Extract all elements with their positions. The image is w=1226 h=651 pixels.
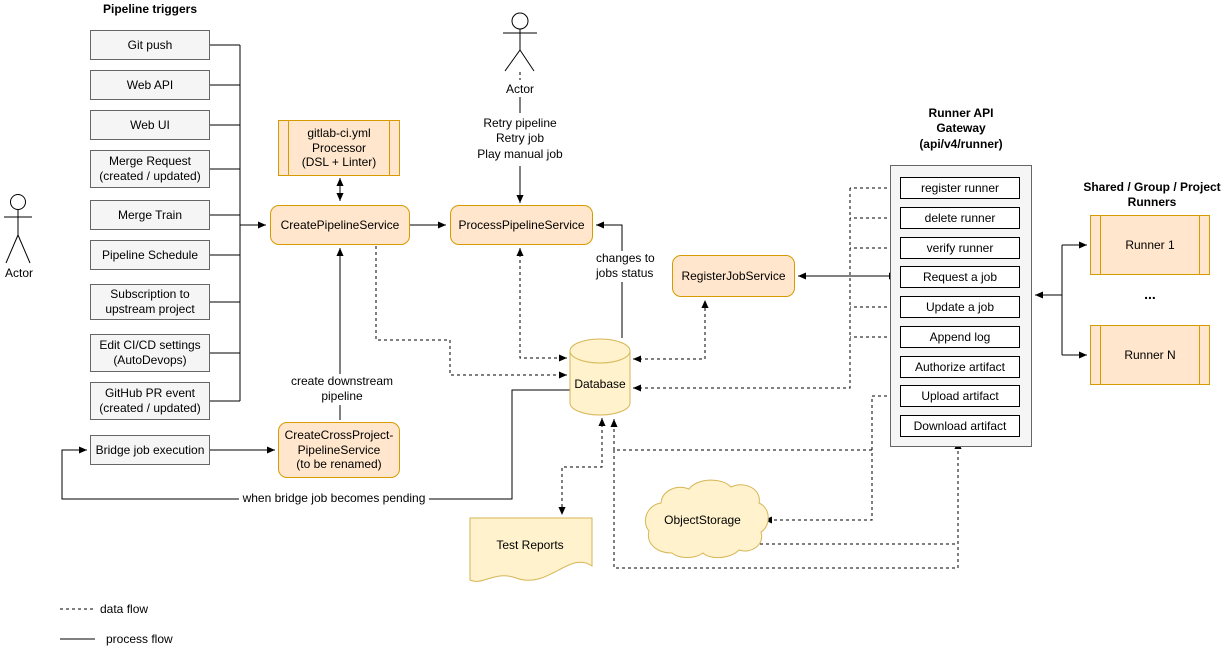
runner-1: Runner 1 <box>1090 215 1210 275</box>
trigger-edit-cicd: Edit CI/CD settings (AutoDevops) <box>90 334 210 372</box>
endpoint-download-artifact: Download artifact <box>900 415 1020 437</box>
edge-db-to-processpipeline <box>596 221 623 338</box>
edge-trigger-stubs <box>210 44 240 402</box>
endpoint-upload-artifact: Upload artifact <box>900 385 1020 407</box>
trigger-merge-request: Merge Request (created / updated) <box>90 150 210 188</box>
database-label: Database <box>574 377 626 391</box>
create-cross-project-pipeline-service: CreateCrossProject- PipelineService (to … <box>278 422 400 478</box>
trigger-github-pr: GitHub PR event (created / updated) <box>90 382 210 420</box>
storage-shapes <box>469 338 769 582</box>
endpoint-verify-runner: verify runner <box>900 237 1020 259</box>
database-cylinder-rim <box>569 350 631 364</box>
register-job-service: RegisterJobService <box>672 255 795 297</box>
retry-actions-label: Retry pipeline Retry job Play manual job <box>455 116 585 163</box>
object-storage-label: ObjectStorage <box>664 513 741 527</box>
trigger-git-push: Git push <box>90 30 210 60</box>
trigger-bridge-job: Bridge job execution <box>90 435 210 465</box>
create-downstream-label: create downstream pipeline <box>283 374 401 405</box>
top-actor-label: Actor <box>498 82 542 98</box>
edge-createpipeline-db <box>375 246 567 379</box>
test-reports-label: Test Reports <box>496 538 564 552</box>
edge-endpoint-stubs <box>850 187 899 338</box>
left-actor-head <box>10 194 26 210</box>
trigger-web-api: Web API <box>90 70 210 100</box>
top-actor-head <box>511 12 529 30</box>
runners-title: Shared / Group / Project Runners <box>1083 180 1221 210</box>
endpoint-authorize-artifact: Authorize artifact <box>900 356 1020 378</box>
gitlab-ci-yml-processor: gitlab-ci.yml Processor (DSL + Linter) <box>278 120 400 176</box>
database-cylinder <box>569 338 631 416</box>
trigger-pipeline-schedule: Pipeline Schedule <box>90 240 210 270</box>
runner-n: Runner N <box>1090 325 1210 385</box>
edge-endpoints-to-db <box>633 188 851 392</box>
edge-upload-to-objectstorage <box>764 395 899 524</box>
endpoint-append-log: Append log <box>900 326 1020 348</box>
endpoint-register-runner: register runner <box>900 177 1020 199</box>
left-actor-body <box>4 210 32 264</box>
top-actor-body <box>503 29 537 72</box>
endpoint-delete-runner: delete runner <box>900 207 1020 229</box>
pipeline-triggers-title: Pipeline triggers <box>102 2 198 16</box>
object-storage-cloud <box>645 479 769 558</box>
create-pipeline-service: CreatePipelineService <box>270 205 410 245</box>
legend-data-flow-label: data flow <box>100 602 149 616</box>
trigger-subscription: Subscription to upstream project <box>90 284 210 320</box>
bridge-pending-label: when bridge job becomes pending <box>239 491 429 507</box>
edge-db-testreports <box>558 418 606 515</box>
legend-process-flow-label: process flow <box>106 632 173 646</box>
endpoint-update-a-job: Update a job <box>900 296 1020 318</box>
edge-upload-to-db <box>610 419 872 451</box>
actor-figures <box>4 12 537 264</box>
trigger-merge-train: Merge Train <box>90 200 210 230</box>
runner-api-gateway-title: Runner API Gateway (api/v4/runner) <box>919 106 1003 151</box>
changes-jobs-status-label: changes to jobs status <box>596 251 660 282</box>
trigger-web-ui: Web UI <box>90 110 210 140</box>
endpoint-request-a-job: Request a job <box>900 266 1020 288</box>
edge-processpipeline-db <box>516 248 567 362</box>
left-actor-label: Actor <box>4 266 33 280</box>
runners-ellipsis: ... <box>1144 286 1156 302</box>
data-flow-edges <box>60 72 962 610</box>
process-pipeline-service: ProcessPipelineService <box>450 205 593 245</box>
edge-registerjob-db <box>633 300 709 363</box>
test-reports-document <box>469 517 593 582</box>
